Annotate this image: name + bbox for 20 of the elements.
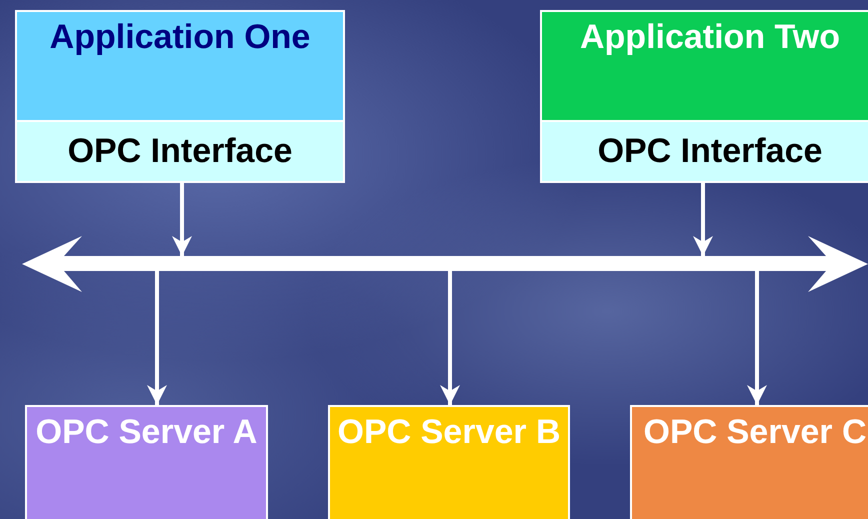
node-label: OPC Interface — [68, 131, 292, 172]
node-label: OPC Server C — [644, 412, 866, 453]
node-label: OPC Interface — [598, 131, 822, 172]
node-label: Application Two — [580, 17, 840, 58]
server-box — [630, 405, 868, 519]
arrow — [172, 183, 192, 256]
arrow — [440, 271, 460, 405]
arrow — [693, 183, 713, 256]
interface-box — [15, 120, 345, 183]
server-box — [328, 405, 570, 519]
node-label: Application One — [50, 17, 310, 58]
server-box — [25, 405, 268, 519]
application-box — [15, 10, 345, 122]
arrow — [747, 271, 767, 405]
interface-box — [540, 120, 868, 183]
bus-double-arrow — [22, 236, 868, 292]
application-box — [540, 10, 868, 122]
node-label: OPC Server B — [338, 412, 560, 453]
node-label: OPC Server A — [36, 412, 258, 453]
arrow — [147, 271, 167, 405]
